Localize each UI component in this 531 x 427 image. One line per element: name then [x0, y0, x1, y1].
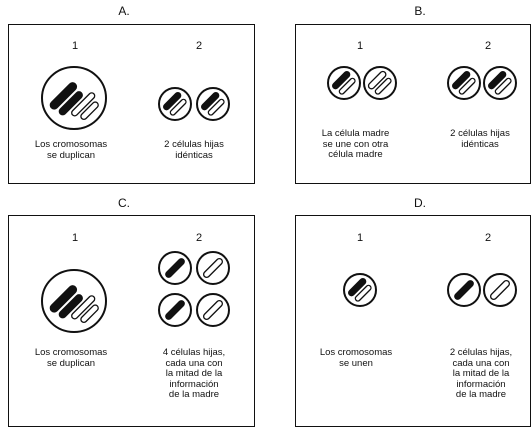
panel-d-title: D. — [414, 196, 426, 210]
panel-d-step-1-label: 1 — [356, 232, 364, 244]
panel-b-caption-1: La célula madre se une con otra célula m… — [321, 128, 390, 160]
panel-c-daughter-cell-4-icon — [196, 293, 230, 327]
panel-c-title: C. — [118, 196, 130, 210]
panel-c-parent-cell-icon — [41, 269, 107, 333]
panel-a: 1 2 Los cromosomas se duplican 2 células… — [8, 24, 255, 184]
panel-a-parent-cell-icon — [41, 66, 107, 130]
panel-d-daughter-cell-1-icon — [447, 273, 481, 307]
panel-a-daughter-cell-2-icon — [196, 87, 230, 121]
panel-c-daughter-cell-2-icon — [196, 251, 230, 285]
panel-a-caption-1: Los cromosomas se duplican — [34, 139, 108, 161]
panel-d-parent-cell-icon — [343, 273, 377, 307]
panel-d-daughter-cell-2-icon — [483, 273, 517, 307]
panel-a-title: A. — [118, 4, 130, 18]
panel-b-step-2-label: 2 — [484, 40, 492, 52]
panel-d-step-2-label: 2 — [484, 232, 492, 244]
panel-d-caption-2: 2 células hijas, cada una con la mitad d… — [449, 347, 513, 400]
panel-b-step-1-label: 1 — [356, 40, 364, 52]
panel-d: 1 2 Los cromosomas se unen 2 células hij… — [295, 215, 531, 427]
panel-b-daughter-cell-2-icon — [483, 66, 517, 100]
panel-c-step-2-label: 2 — [195, 232, 203, 244]
panel-b-caption-2: 2 células hijas idénticas — [450, 128, 510, 150]
panel-c: 1 2 Los cromosomas se duplican 4 — [8, 215, 255, 427]
panel-a-step-1-label: 1 — [71, 40, 79, 52]
panel-c-step-1-label: 1 — [71, 232, 79, 244]
panel-b-daughter-cell-1-icon — [447, 66, 481, 100]
panel-b-mother-cell-2-icon — [363, 66, 397, 100]
panel-b: 1 2 La célula madre se une con otra célu… — [295, 24, 531, 184]
panel-d-caption-1: Los cromosomas se unen — [319, 347, 393, 369]
panel-c-daughter-cell-1-icon — [158, 251, 192, 285]
panel-a-step-2-label: 2 — [195, 40, 203, 52]
panel-c-caption-2: 4 células hijas, cada una con la mitad d… — [162, 347, 226, 400]
panel-a-daughter-cell-1-icon — [158, 87, 192, 121]
panel-b-mother-cell-1-icon — [327, 66, 361, 100]
panel-b-title: B. — [414, 4, 426, 18]
panel-c-caption-1: Los cromosomas se duplican — [34, 347, 108, 369]
panel-a-caption-2: 2 células hijas idénticas — [164, 139, 224, 161]
panel-c-daughter-cell-3-icon — [158, 293, 192, 327]
